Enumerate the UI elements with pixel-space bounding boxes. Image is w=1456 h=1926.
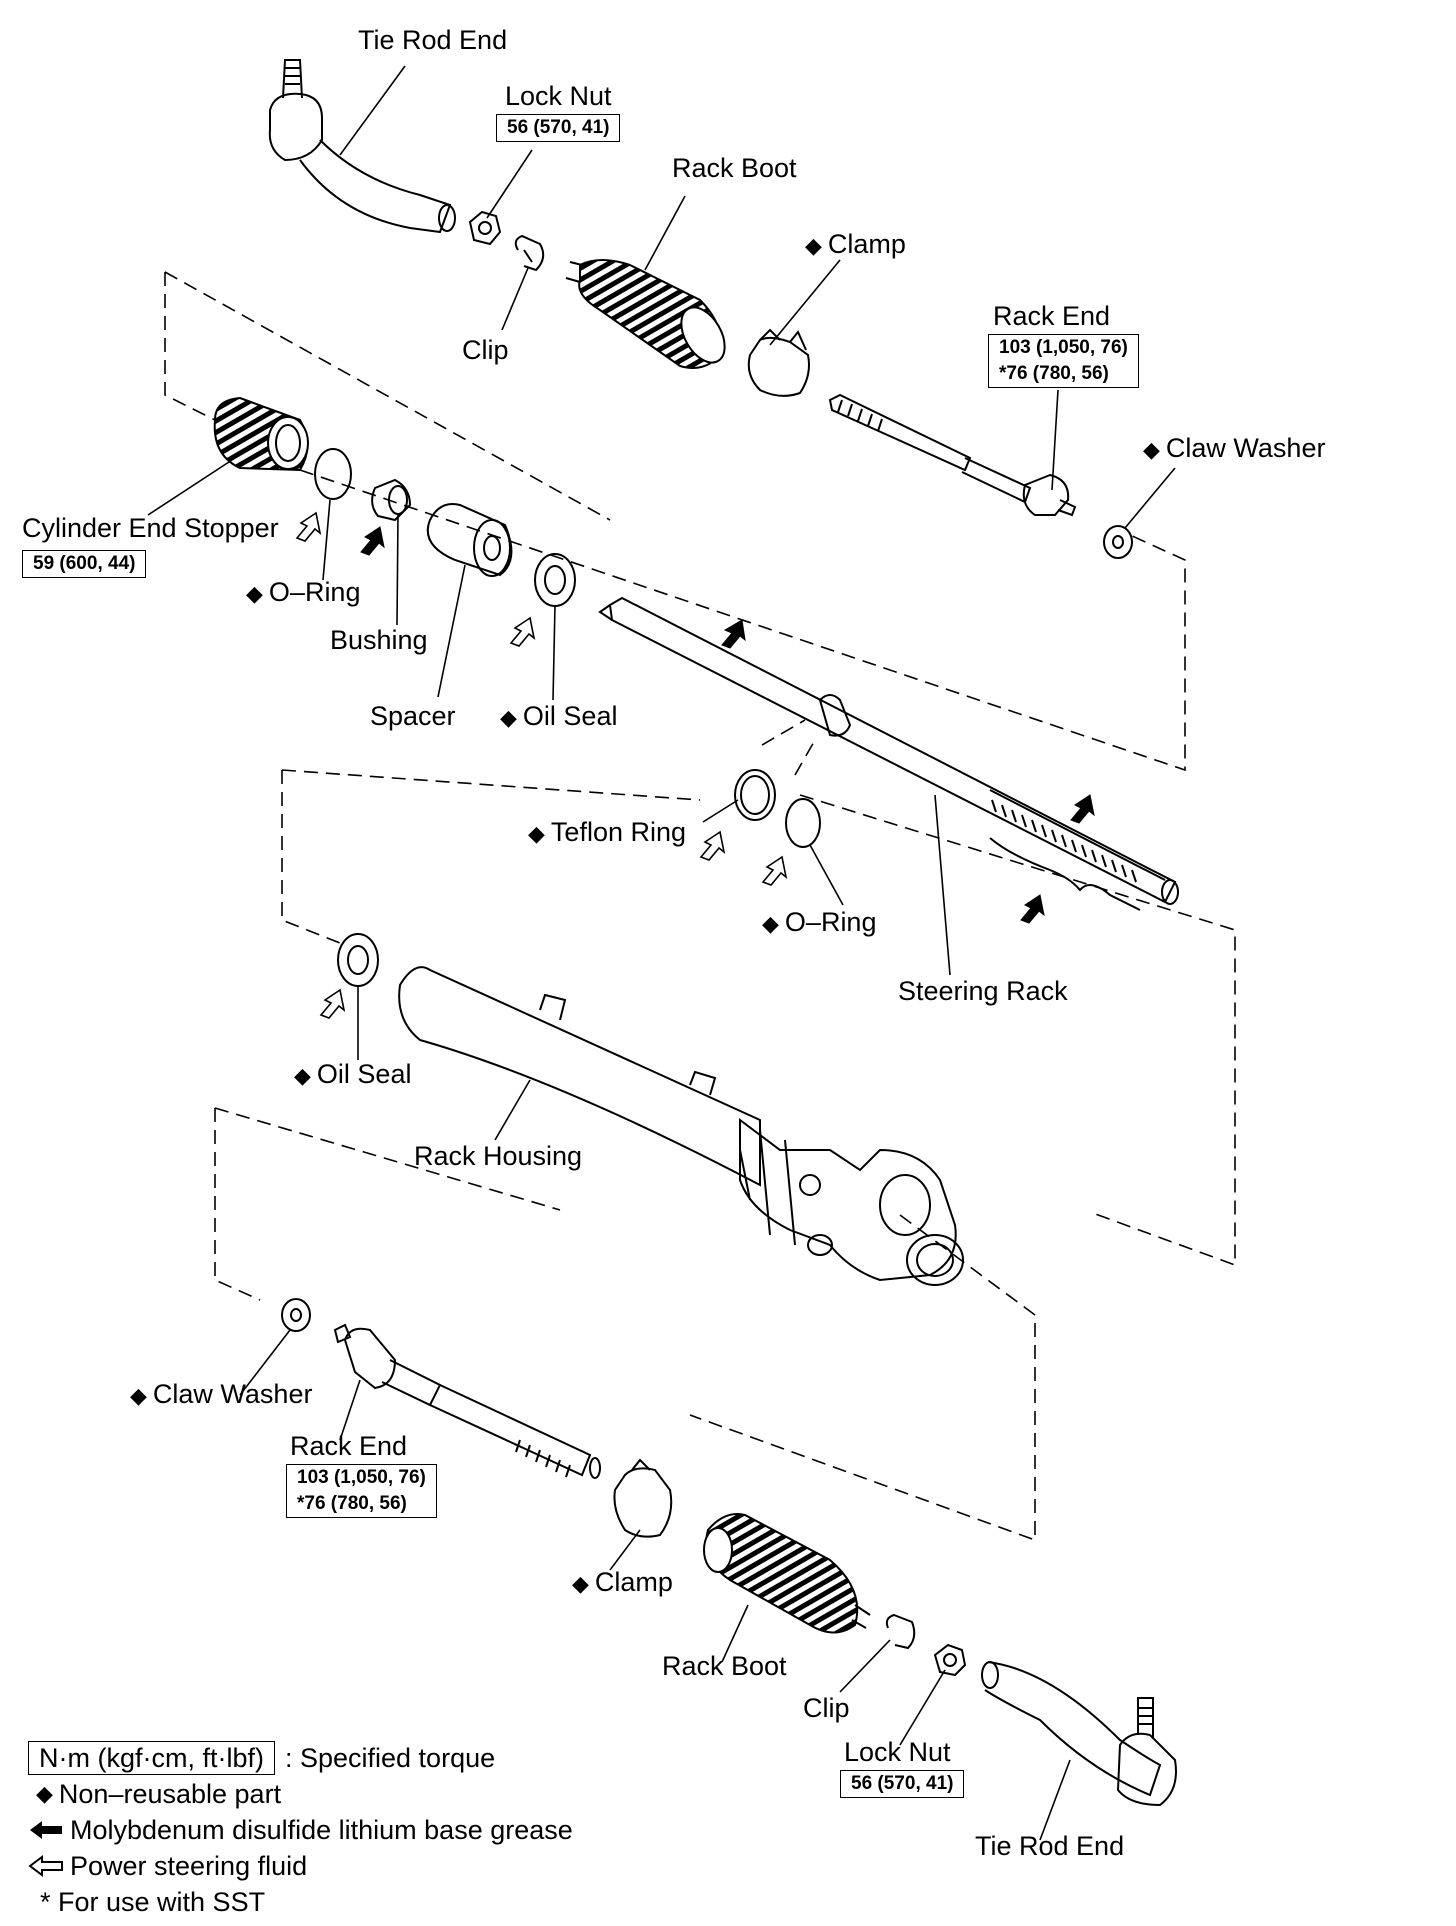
spacer-drawing bbox=[426, 503, 513, 577]
label-text: Oil Seal bbox=[522, 701, 618, 731]
torque-desc: : Specified torque bbox=[284, 1743, 496, 1773]
label-clamp-bottom: ◆Clamp bbox=[572, 1566, 673, 1600]
label-bushing: Bushing bbox=[330, 625, 428, 655]
torque-cylinder-end-stopper: 59 (600, 44) bbox=[22, 550, 147, 578]
legend-non-reusable: ◆ Non–reusable part bbox=[28, 1776, 573, 1812]
label-steering-rack: Steering Rack bbox=[898, 976, 1068, 1006]
label-lock-nut-bottom: Lock Nut bbox=[844, 1737, 951, 1767]
label-rack-boot-top: Rack Boot bbox=[672, 153, 797, 183]
fluid-arrow-icon bbox=[28, 1855, 63, 1877]
clamp-top-drawing bbox=[747, 328, 810, 397]
lock-nut-bottom-drawing bbox=[933, 1643, 967, 1677]
fluid-arrows bbox=[295, 511, 788, 1019]
torque-value: 103 (1,050, 76) bbox=[297, 1467, 426, 1488]
label-tie-rod-end-bottom: Tie Rod End bbox=[975, 1831, 1125, 1861]
grease-arrow-icon bbox=[30, 1821, 62, 1839]
steering-rack-drawing bbox=[598, 596, 1179, 911]
label-text: Clamp bbox=[827, 229, 906, 259]
torque-rack-end-bottom: 103 (1,050, 76) *76 (780, 56) bbox=[286, 1464, 437, 1518]
label-rack-end-bottom: Rack End bbox=[290, 1431, 408, 1461]
o-ring-top-drawing bbox=[314, 448, 352, 500]
legend-sst-note: * For use with SST bbox=[40, 1887, 266, 1917]
legend-ps-fluid: Power steering fluid bbox=[28, 1848, 573, 1884]
label-claw-washer-top: ◆Claw Washer bbox=[1143, 432, 1325, 466]
label-text: Teflon Ring bbox=[550, 817, 687, 847]
rack-end-top-drawing bbox=[828, 393, 1077, 517]
clip-bottom-drawing bbox=[885, 1613, 916, 1650]
oil-seal-top-drawing bbox=[534, 553, 576, 607]
torque-value: 103 (1,050, 76) bbox=[999, 337, 1128, 358]
cylinder-end-stopper-drawing bbox=[213, 396, 309, 472]
torque-rack-end-top: 103 (1,050, 76) *76 (780, 56) bbox=[988, 334, 1139, 388]
label-o-ring-mid: ◆O–Ring bbox=[762, 906, 876, 940]
non-reusable-marker: ◆ bbox=[36, 1781, 53, 1806]
torque-value-sst: *76 (780, 56) bbox=[297, 1493, 407, 1514]
ps-fluid-text: Power steering fluid bbox=[70, 1851, 308, 1881]
tie-rod-end-top-drawing bbox=[268, 59, 456, 234]
lock-nut-top-drawing bbox=[468, 210, 502, 246]
label-spacer: Spacer bbox=[370, 701, 456, 731]
non-reusable-marker: ◆ bbox=[246, 581, 263, 606]
alignment-lines bbox=[164, 271, 1236, 1542]
torque-lock-nut-top: 56 (570, 41) bbox=[496, 114, 621, 142]
clip-top-drawing bbox=[514, 234, 545, 272]
non-reusable-text: Non–reusable part bbox=[58, 1779, 282, 1809]
tie-rod-end-bottom-drawing bbox=[981, 1661, 1177, 1807]
torque-value: 56 (570, 41) bbox=[851, 1773, 954, 1794]
rack-boot-bottom-drawing bbox=[703, 1513, 871, 1634]
label-lock-nut-top: Lock Nut bbox=[505, 81, 612, 111]
label-clip-top: Clip bbox=[462, 335, 509, 365]
legend-torque: N·m (kgf·cm, ft·lbf) : Specified torque bbox=[28, 1740, 573, 1776]
label-oil-seal-top: ◆Oil Seal bbox=[500, 700, 617, 734]
legend: N·m (kgf·cm, ft·lbf) : Specified torque … bbox=[28, 1740, 573, 1920]
rack-housing-drawing bbox=[398, 966, 964, 1286]
non-reusable-marker: ◆ bbox=[762, 911, 779, 936]
non-reusable-marker: ◆ bbox=[500, 705, 517, 730]
non-reusable-marker: ◆ bbox=[572, 1571, 589, 1596]
non-reusable-marker: ◆ bbox=[1143, 437, 1160, 462]
label-text: Clamp bbox=[594, 1567, 673, 1597]
torque-units-box: N·m (kgf·cm, ft·lbf) bbox=[28, 1741, 275, 1775]
oil-seal-bottom-drawing bbox=[337, 933, 379, 987]
label-text: O–Ring bbox=[268, 577, 361, 607]
torque-value: 59 (600, 44) bbox=[33, 553, 136, 574]
rack-boot-top-drawing bbox=[565, 259, 726, 369]
rack-end-bottom-drawing bbox=[333, 1323, 601, 1479]
label-teflon-ring: ◆Teflon Ring bbox=[528, 816, 686, 850]
label-text: Claw Washer bbox=[1165, 433, 1326, 463]
torque-value-sst: *76 (780, 56) bbox=[999, 363, 1109, 384]
label-o-ring-top: ◆O–Ring bbox=[246, 576, 360, 610]
non-reusable-marker: ◆ bbox=[805, 233, 822, 258]
torque-lock-nut-bottom: 56 (570, 41) bbox=[840, 1770, 965, 1798]
label-clip-bottom: Clip bbox=[803, 1693, 850, 1723]
legend-moly-grease: Molybdenum disulfide lithium base grease bbox=[28, 1812, 573, 1848]
label-claw-washer-bottom: ◆Claw Washer bbox=[130, 1378, 312, 1412]
clamp-bottom-drawing bbox=[613, 1458, 673, 1538]
label-rack-boot-bottom: Rack Boot bbox=[662, 1651, 787, 1681]
non-reusable-marker: ◆ bbox=[294, 1063, 311, 1088]
label-rack-end-top: Rack End bbox=[993, 301, 1111, 331]
label-cylinder-end-stopper: Cylinder End Stopper bbox=[22, 513, 279, 543]
label-text: Claw Washer bbox=[152, 1379, 313, 1409]
bushing-drawing bbox=[371, 478, 412, 522]
moly-grease-text: Molybdenum disulfide lithium base grease bbox=[70, 1815, 573, 1845]
label-text: Oil Seal bbox=[316, 1059, 412, 1089]
torque-value: 56 (570, 41) bbox=[507, 117, 610, 138]
non-reusable-marker: ◆ bbox=[130, 1383, 147, 1408]
grease-arrows bbox=[360, 526, 1095, 924]
label-oil-seal-bottom: ◆Oil Seal bbox=[294, 1058, 411, 1092]
non-reusable-marker: ◆ bbox=[528, 821, 545, 846]
o-ring-mid-drawing bbox=[785, 798, 821, 848]
label-rack-housing: Rack Housing bbox=[414, 1141, 583, 1171]
leader-lines bbox=[147, 65, 1176, 1841]
label-tie-rod-end-top: Tie Rod End bbox=[358, 25, 508, 55]
claw-washer-bottom-drawing bbox=[281, 1298, 311, 1332]
label-clamp-top: ◆Clamp bbox=[805, 228, 906, 262]
claw-washer-top-drawing bbox=[1103, 525, 1133, 559]
teflon-ring-drawing bbox=[734, 769, 776, 821]
label-text: O–Ring bbox=[784, 907, 877, 937]
